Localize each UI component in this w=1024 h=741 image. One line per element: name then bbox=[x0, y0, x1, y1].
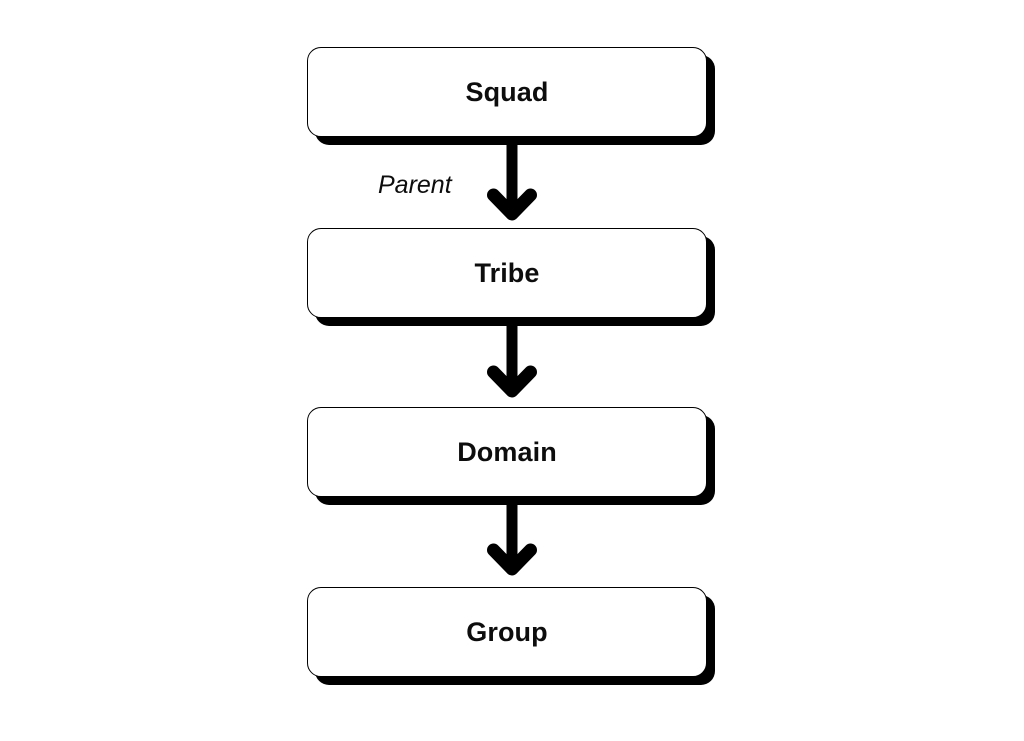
node-squad-body[interactable]: Squad bbox=[307, 47, 707, 137]
edge-tribe-domain-arrow bbox=[494, 318, 531, 391]
node-domain-body[interactable]: Domain bbox=[307, 407, 707, 497]
node-group-label: Group bbox=[466, 616, 548, 647]
node-group-body[interactable]: Group bbox=[307, 587, 707, 677]
edge-label-parent: Parent bbox=[378, 171, 452, 199]
node-tribe[interactable]: Tribe bbox=[307, 228, 715, 326]
node-tribe-label: Tribe bbox=[474, 257, 540, 288]
node-group[interactable]: Group bbox=[307, 587, 715, 685]
node-domain[interactable]: Domain bbox=[307, 407, 715, 505]
node-domain-label: Domain bbox=[457, 436, 557, 467]
edge-squad-tribe-arrow bbox=[494, 138, 531, 214]
node-tribe-body[interactable]: Tribe bbox=[307, 228, 707, 318]
node-squad-label: Squad bbox=[465, 76, 549, 107]
edge-domain-group-arrow bbox=[494, 497, 531, 569]
node-squad[interactable]: Squad bbox=[307, 47, 715, 145]
